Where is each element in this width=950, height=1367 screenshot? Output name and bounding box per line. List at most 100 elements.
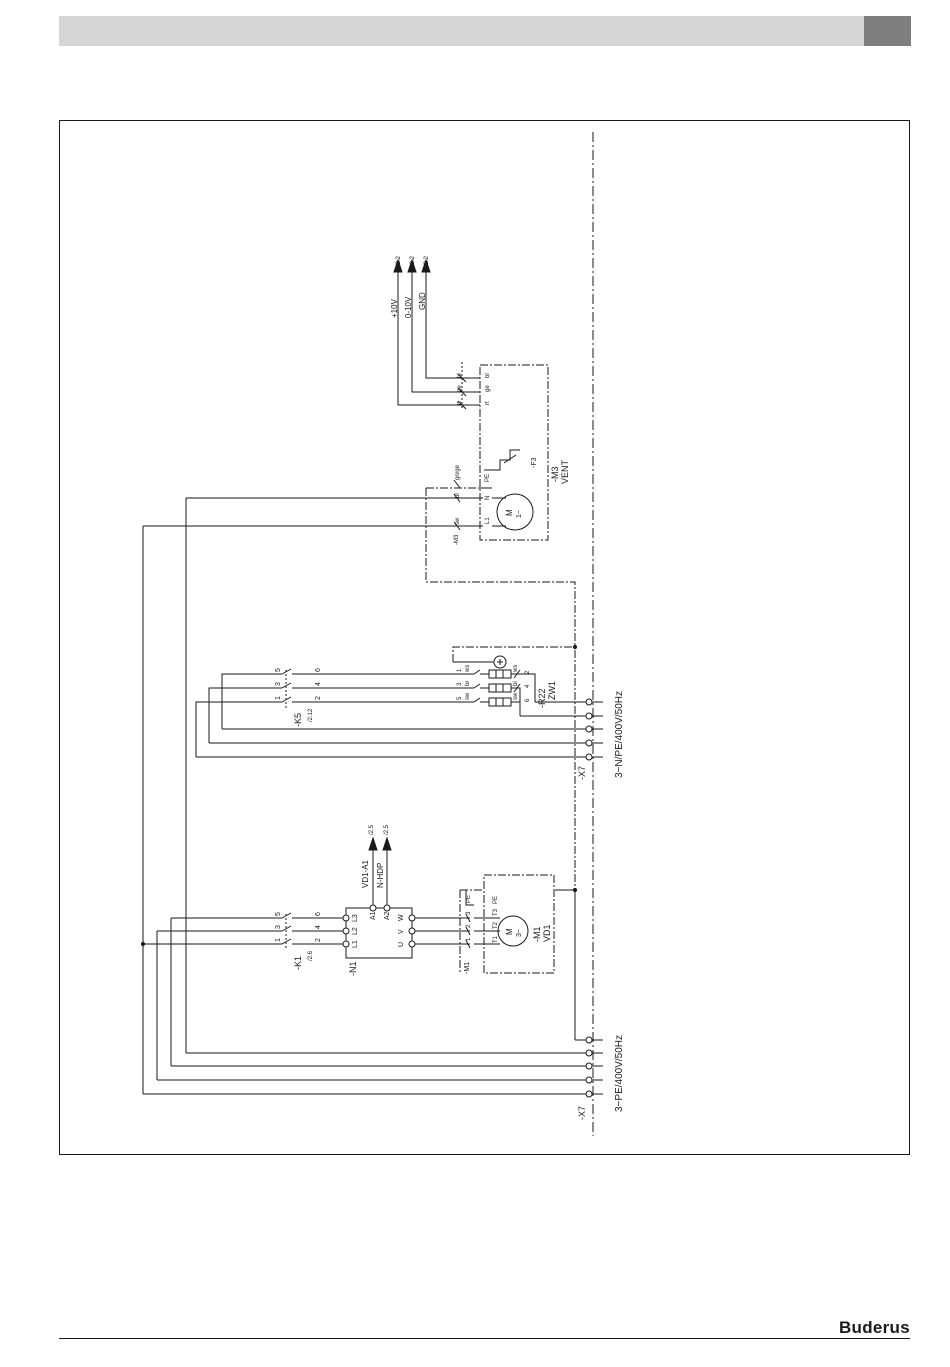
k5-pin-2: 2	[315, 696, 322, 700]
n1-pin-l1: L1	[352, 940, 359, 948]
footer-rule	[59, 1338, 910, 1339]
m3-wire-bl: bl	[455, 493, 461, 498]
m1-name: VD1	[542, 924, 552, 942]
n1-label: -N1	[348, 961, 358, 976]
m1-motor-symbol: M	[505, 928, 514, 935]
m1-label: -M1	[532, 927, 542, 943]
r22-name: ZW1	[547, 681, 557, 700]
vd1-a2-signal: N-HDP	[376, 863, 385, 888]
m1-motor	[415, 874, 555, 974]
n1-pins: L3 L2 L1 W V U A1 A2	[352, 911, 405, 948]
n1-pin-u: U	[398, 942, 405, 947]
k1-contactor	[281, 912, 346, 950]
m1-pin-t2: T2	[493, 921, 499, 929]
brand-logo: Buderus	[838, 1318, 910, 1337]
signal-wire-ge-2: ge	[485, 385, 491, 392]
r22-pin-3: 3	[457, 682, 463, 686]
n1-converter	[342, 904, 416, 959]
k1-pin-3: 3	[275, 925, 282, 929]
vd1-a1-signal: VD1-A1	[361, 859, 370, 888]
m1-conn-2: 2	[466, 924, 472, 928]
vd1-a1-ref: /2.5	[369, 824, 375, 835]
m3-pin-l1: L1	[485, 517, 491, 524]
k1-pin-4: 4	[315, 925, 322, 929]
k5-pin-3: 3	[275, 682, 282, 686]
r22-wire-sw2: sw	[513, 692, 519, 700]
header-bar	[59, 16, 864, 46]
r22-wire-sw: sw	[465, 692, 471, 700]
m1-conn-1: 1	[466, 937, 472, 941]
m3-name: VENT	[560, 459, 570, 484]
m3-motor-symbol: M	[505, 509, 514, 516]
schematic-frame	[59, 120, 910, 1155]
terminal-x7-upper: -X7	[577, 766, 587, 780]
r22-pin-5: 5	[457, 696, 463, 700]
vd1-a2-ref: /2.5	[384, 824, 390, 835]
f3-label: -F3	[531, 457, 538, 468]
k5-pin-4: 4	[315, 682, 322, 686]
m3-pins: bl sw gn/ge PE N L1	[455, 464, 491, 525]
signal-wire-rt: rt	[457, 401, 463, 405]
k1-pins: 5 3 1 6 4 2	[275, 912, 322, 942]
signal-0-10v: 0-10V	[404, 296, 413, 318]
r22-wire-bl: bl	[513, 681, 519, 686]
m1-conn-pe: PE	[466, 895, 472, 903]
header-tab	[864, 16, 911, 46]
k5-pin-1: 1	[275, 696, 282, 700]
m3-wire-gnge: gn/ge	[455, 464, 461, 480]
n1-pin-w: W	[398, 914, 405, 921]
m3-pin-pe: PE	[485, 474, 491, 482]
r22-label: -R22	[537, 688, 547, 708]
m1-phase: 3~	[516, 929, 523, 937]
signal-wire-bl-2: bl	[485, 373, 491, 378]
k1-pin-5: 5	[275, 912, 282, 916]
r22-pin-6: 6	[525, 698, 531, 702]
k5-label: -K5	[293, 713, 303, 727]
signal-ref-3: /2.2	[424, 255, 430, 266]
r22-pin-2: 2	[525, 670, 531, 674]
n1-pin-l3: L3	[352, 914, 359, 922]
k5-contactor	[195, 668, 474, 757]
signal-ref-2: /2.2	[410, 255, 416, 266]
vd1-output-arrows	[368, 836, 392, 905]
k5-pins: 5 3 1 6 4 2	[275, 668, 322, 700]
n1-pin-a2: A2	[384, 911, 391, 920]
m1-terminal-label: -M1	[464, 962, 471, 974]
m3-pin-n: N	[485, 496, 491, 500]
signal-plus10v: +10V	[390, 298, 399, 318]
k1-pin-1: 1	[275, 938, 282, 942]
r22-pins: 1 3 5 ws br sw ws bl sw 2 4 6	[457, 665, 531, 702]
k1-ref: /2.6	[308, 950, 314, 961]
m1-pin-t1: T1	[493, 935, 499, 943]
feed-wires-lower	[140, 498, 578, 1094]
m3-fan	[143, 364, 576, 647]
terminal-x7-lower: -X7	[577, 1106, 587, 1120]
signal-lines	[393, 258, 480, 410]
signal-wire-rt-2: rt	[485, 401, 491, 405]
m1-pins: 3 2 1 PE PE T3 T2 T1	[466, 895, 499, 943]
terminal-strip-upper	[196, 698, 603, 761]
m1-pin-t3: T3	[493, 908, 499, 916]
k5-pin-6: 6	[315, 668, 322, 672]
m3-terminal-label: -M3	[454, 534, 460, 545]
r22-wire-ws: ws	[465, 665, 471, 673]
signal-wire-ge: ge	[457, 385, 463, 392]
r22-wire-ws2: ws	[513, 665, 519, 673]
k5-pin-5: 5	[275, 668, 282, 672]
m3-phase: 1~	[516, 510, 523, 518]
m1-conn-3: 3	[466, 911, 472, 915]
r22-wire-br: br	[465, 681, 471, 686]
r22-heater	[452, 644, 578, 1040]
n1-pin-v: V	[398, 929, 405, 934]
n1-pin-l2: L2	[352, 927, 359, 935]
k1-label: -K1	[293, 956, 303, 970]
n1-pin-a1: A1	[370, 911, 377, 920]
k5-ref: /2.12	[308, 708, 314, 722]
m1-pin-pe: PE	[493, 896, 499, 904]
k1-pin-6: 6	[315, 912, 322, 916]
m3-label: -M3	[550, 467, 560, 483]
signal-gnd: GND	[418, 292, 427, 310]
signal-ref-1: /2.2	[396, 255, 402, 266]
terminal-strip-lower	[143, 1036, 603, 1098]
